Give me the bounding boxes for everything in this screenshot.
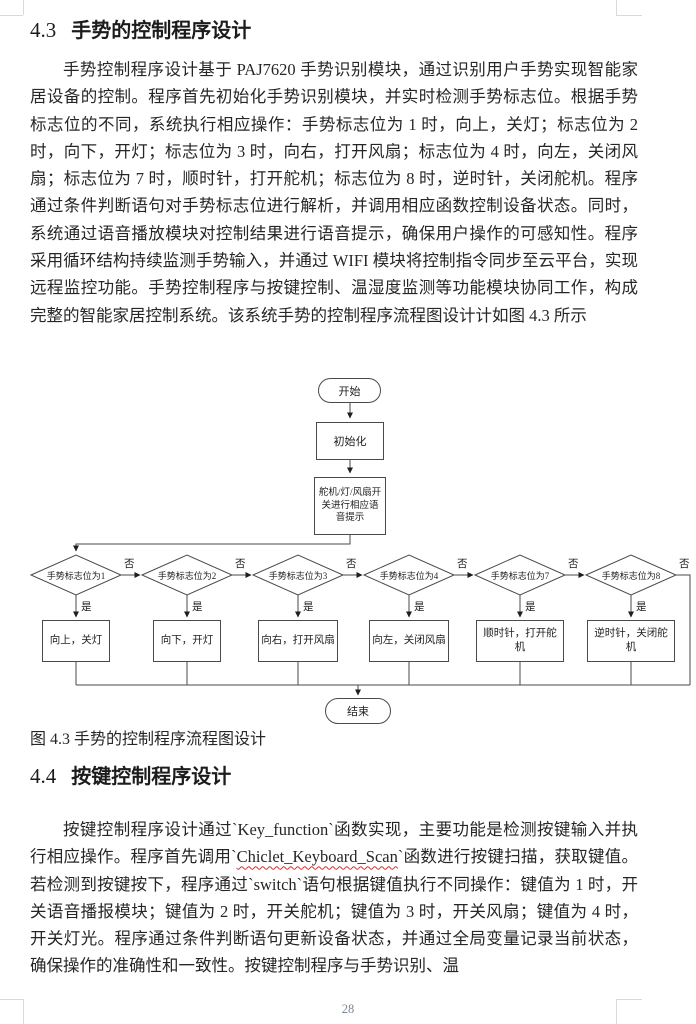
page-number: 28 — [341, 1002, 355, 1016]
yes-label-3: 是 — [303, 602, 314, 613]
gesture-control-flowchart: 开始 初始化 舵机/灯/风扇开关进行相应语音提示 手势标志位为1 手势标志位为2… — [0, 370, 696, 730]
crop-mark-top-right — [616, 0, 617, 15]
flowchart-end-node: 结束 — [325, 698, 391, 724]
crop-mark-bottom-left — [23, 999, 24, 1024]
yes-label-5: 是 — [525, 602, 536, 613]
flowchart-decision-5: 手势标志位为7 — [490, 571, 550, 581]
section-4-3-paragraph: 手势控制程序设计基于 PAJ7620 手势识别模块，通过识别用户手势实现智能家居… — [30, 60, 638, 325]
yes-label-4: 是 — [414, 602, 425, 613]
misspelled-code-identifier: Chiclet_Keyboard_Scan — [236, 847, 398, 867]
no-label-1: 否 — [124, 559, 135, 570]
section-4-3-heading: 4.3 手势的控制程序设计 — [30, 14, 251, 43]
flowchart-action-6: 逆时针，关闭舵机 — [587, 620, 675, 662]
section-4-4-paragraph: 按键控制程序设计通过`Key_function`函数实现，主要功能是检测按键输入… — [30, 816, 638, 980]
flowchart-decision-4: 手势标志位为4 — [379, 571, 439, 581]
no-label-3: 否 — [346, 559, 357, 570]
flowchart-action-5: 顺时针，打开舵机 — [476, 620, 564, 662]
crop-mark-top-left-h — [0, 15, 23, 16]
crop-mark-bottom-left-h — [0, 999, 23, 1000]
flowchart-decision-3: 手势标志位为3 — [268, 571, 328, 581]
no-label-6: 否 — [679, 559, 690, 570]
section-4-4-heading: 4.4 按键控制程序设计 — [30, 760, 231, 789]
flowchart-action-2: 向下，开灯 — [153, 620, 221, 662]
crop-mark-bottom-right-h — [616, 999, 642, 1000]
no-label-2: 否 — [235, 559, 246, 570]
crop-mark-top-right-h — [616, 15, 642, 16]
flowchart-init-node: 初始化 — [316, 422, 384, 460]
no-label-4: 否 — [457, 559, 468, 570]
flowchart-connectors — [29, 403, 691, 696]
flowchart-decision-2: 手势标志位为2 — [157, 571, 217, 581]
flowchart-decision-1: 手势标志位为1 — [46, 571, 106, 581]
flowchart-decision-6: 手势标志位为8 — [601, 571, 661, 581]
flowchart-action-3: 向右，打开风扇 — [258, 620, 338, 662]
no-label-5: 否 — [568, 559, 579, 570]
flowchart-voice-prompt-node: 舵机/灯/风扇开关进行相应语音提示 — [314, 477, 386, 535]
section-4-4-number: 4.4 — [30, 764, 57, 788]
yes-label-6: 是 — [636, 602, 647, 613]
flowchart-action-4: 向左，关闭风扇 — [369, 620, 449, 662]
section-4-3-title: 手势的控制程序设计 — [71, 20, 252, 42]
section-4-3-number: 4.3 — [30, 18, 57, 42]
section-4-4-text-2: `函数进行按键扫描，获取键值。若检测到按键按下，程序通过`switch`语句根据… — [30, 847, 638, 976]
flowchart-start-node: 开始 — [318, 378, 381, 403]
yes-label-1: 是 — [81, 602, 92, 613]
yes-label-2: 是 — [192, 602, 203, 613]
figure-caption: 图 4.3 手势的控制程序流程图设计 — [30, 731, 267, 748]
flowchart-action-1: 向上，关灯 — [42, 620, 110, 662]
section-4-4-text-1: 按键控制程序设计通过`Key_function`函数实现，主要功能是检测按键输入… — [30, 820, 638, 867]
crop-mark-bottom-right — [616, 999, 617, 1024]
crop-mark-top-left — [23, 0, 24, 15]
section-4-4-title: 按键控制程序设计 — [71, 766, 232, 788]
